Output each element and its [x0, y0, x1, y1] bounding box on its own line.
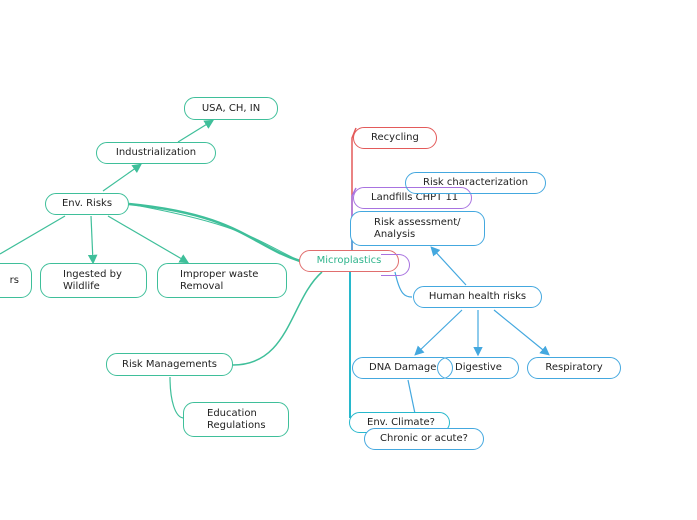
node-digestive[interactable]: Digestive	[437, 357, 519, 379]
node-industrialization[interactable]: Industrialization	[96, 142, 216, 164]
node-improper-waste-removal[interactable]: Improper waste Removal	[157, 263, 287, 298]
node-human-health-risks[interactable]: Human health risks	[413, 286, 542, 308]
link-human-dna	[414, 309, 463, 356]
link-industrialization-countries	[177, 119, 215, 143]
link-management-education	[169, 376, 185, 419]
link-env-improper	[107, 215, 190, 264]
link-env-industrialization	[102, 163, 142, 192]
node-env-risks[interactable]: Env. Risks	[45, 193, 129, 215]
node-risk-characterization[interactable]: Risk characterization	[405, 172, 546, 194]
node-partial-left[interactable]: rs	[0, 263, 32, 298]
link-root-env	[128, 202, 301, 263]
node-risk-managements[interactable]: Risk Managements	[106, 353, 233, 376]
link-root-human	[394, 271, 413, 298]
node-empty[interactable]	[381, 254, 410, 276]
link-env-ingested	[87, 215, 98, 265]
root-node-microplastics[interactable]: Microplastics	[299, 250, 399, 272]
node-countries[interactable]: USA, CH, IN	[184, 97, 278, 120]
link-env-partial	[0, 215, 66, 255]
node-education-regulations[interactable]: Education Regulations	[183, 402, 289, 437]
node-chronic-or-acute[interactable]: Chronic or acute?	[364, 428, 484, 450]
link-human-riskassess	[430, 246, 467, 286]
node-recycling[interactable]: Recycling	[353, 127, 437, 149]
node-ingested-by-wildlife[interactable]: Ingested by Wildlife	[40, 263, 147, 298]
link-root-management	[232, 271, 323, 366]
link-root-env-thin	[128, 203, 301, 262]
node-respiratory[interactable]: Respiratory	[527, 357, 621, 379]
link-human-respiratory	[493, 309, 550, 356]
node-dna-damage[interactable]: DNA Damage	[352, 357, 453, 379]
node-risk-assessment[interactable]: Risk assessment/ Analysis	[350, 211, 485, 246]
